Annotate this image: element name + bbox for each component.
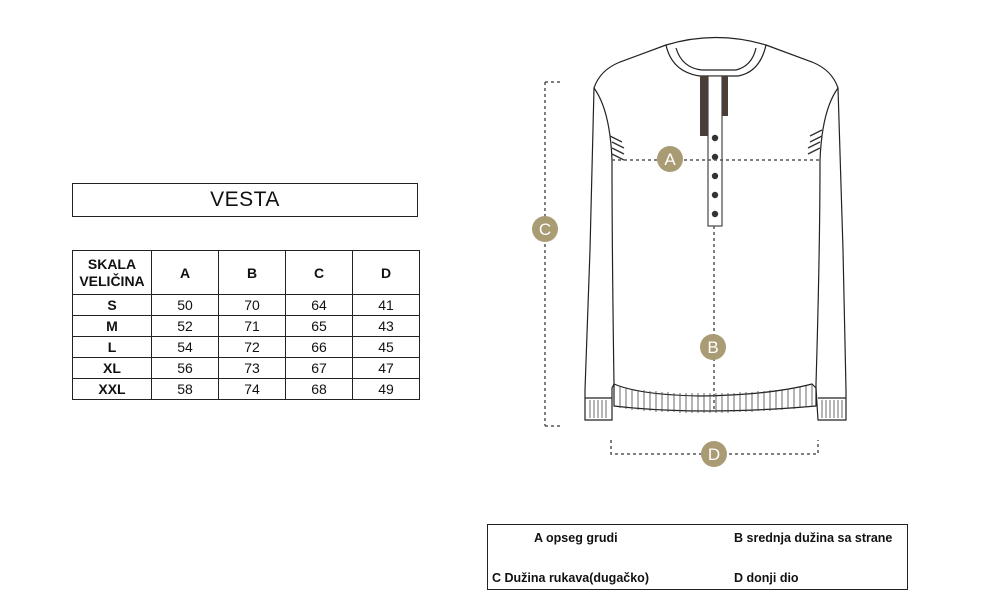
button-icon [711, 191, 719, 199]
left-armhole [593, 87, 615, 385]
marker-a-label: A [664, 150, 676, 169]
table-cell: 67 [285, 357, 353, 379]
sweater-outline [584, 44, 847, 421]
header-scale-line1: SKALA [87, 255, 137, 272]
measure-line-d [610, 440, 819, 455]
button-icon [711, 210, 719, 218]
button-icon [711, 134, 719, 142]
table-cell: 49 [352, 378, 420, 400]
hem-rib [613, 384, 817, 412]
placket-buttons [711, 134, 719, 218]
table-header-row: SKALA VELIČINA A B C D [72, 250, 420, 295]
header-size-scale: SKALA VELIČINA [72, 250, 152, 295]
button-icon [711, 172, 719, 180]
table-cell: 74 [218, 378, 286, 400]
table-cell: 68 [285, 378, 353, 400]
legend-b: B srednja dužina sa strane [734, 531, 893, 545]
legend-d: D donji dio [734, 571, 799, 585]
button-icon [711, 153, 719, 161]
marker-c-label: C [539, 220, 551, 239]
garment-title: VESTA [72, 183, 418, 217]
marker-d: D [701, 441, 727, 467]
table-row: XXL 58 74 68 49 [72, 378, 420, 400]
table-row: L 54 72 66 45 [72, 336, 420, 358]
measurement-legend: A opseg grudi B srednja dužina sa strane… [487, 524, 908, 590]
table-row: XL 56 73 67 47 [72, 357, 420, 379]
placket [700, 75, 728, 227]
size-table: SKALA VELIČINA A B C D S 50 70 64 41 M 5… [72, 250, 420, 400]
table-cell: 45 [352, 336, 420, 358]
marker-d-label: D [708, 445, 720, 464]
legend-c: C Dužina rukava(dugačko) [492, 571, 649, 585]
marker-c: C [532, 216, 558, 242]
marker-b-label: B [707, 338, 718, 357]
table-cell: 58 [151, 378, 219, 400]
pleat-marks [609, 129, 823, 161]
legend-a: A opseg grudi [534, 531, 618, 545]
right-armhole [815, 87, 839, 385]
rib-lines [589, 385, 843, 418]
marker-a: A [657, 146, 683, 172]
header-col-d: D [352, 250, 420, 295]
header-scale-line2: VELIČINA [79, 272, 145, 289]
collar [665, 36, 767, 77]
table-cell: 43 [352, 315, 420, 337]
table-cell: 73 [218, 357, 286, 379]
table-cell: 47 [352, 357, 420, 379]
marker-b: B [700, 334, 726, 360]
header-col-c: C [285, 250, 353, 295]
measure-line-c [544, 81, 560, 427]
